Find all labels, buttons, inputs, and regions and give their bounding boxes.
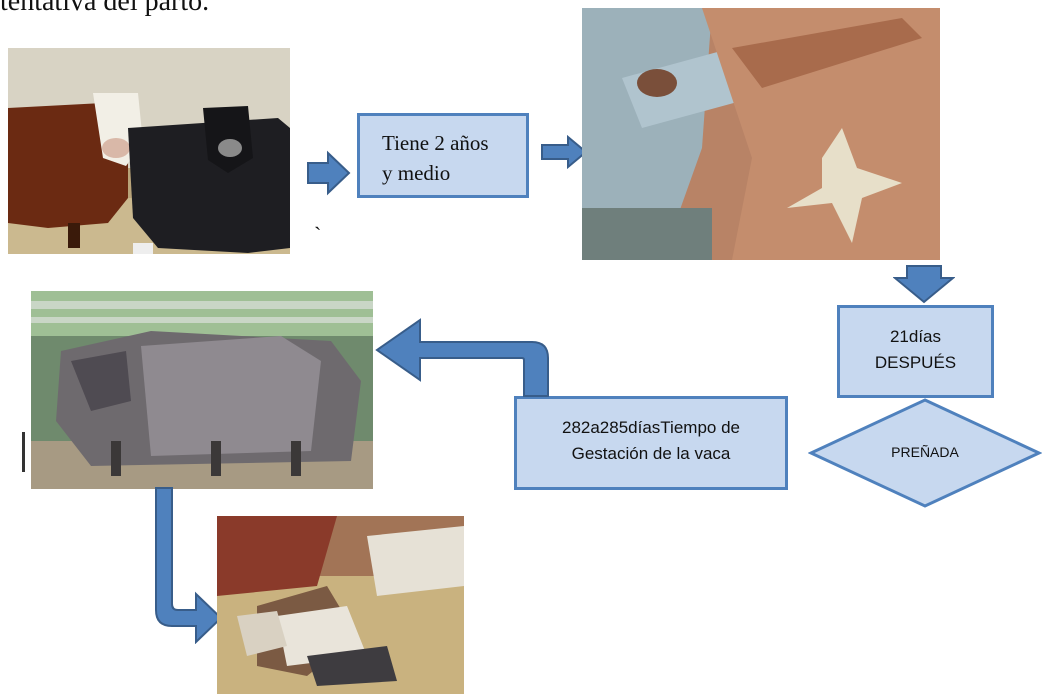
arrow-right-1 xyxy=(307,150,351,196)
age-box-line2: y medio xyxy=(382,161,451,185)
days-after-box: 21días DESPUÉS xyxy=(837,305,994,398)
gestation-line2: Gestación de la vaca xyxy=(571,444,731,463)
age-box: Tiene 2 años y medio xyxy=(357,113,529,198)
age-box-line1: Tiene 2 años xyxy=(382,131,489,155)
partial-heading-text: tentativa del parto. xyxy=(0,0,210,17)
pregnant-label: PREÑADA xyxy=(891,444,959,460)
calving-photo xyxy=(217,516,464,694)
left-edge-bar xyxy=(22,432,25,472)
bent-arrow-left xyxy=(375,318,549,397)
cow-flank-photo xyxy=(582,8,940,260)
gestation-line1: 282a285díasTiempo de xyxy=(561,418,740,437)
days-after-line1: 21días xyxy=(889,327,942,346)
pregnant-diamond: PREÑADA xyxy=(808,398,1042,509)
arrow-right-2 xyxy=(541,135,588,169)
gray-cattle-herd-photo xyxy=(31,291,373,489)
cows-photo xyxy=(8,48,290,254)
elbow-arrow-right xyxy=(155,487,223,644)
days-after-line2: DESPUÉS xyxy=(874,353,957,372)
gestation-box: 282a285díasTiempo de Gestación de la vac… xyxy=(514,396,788,490)
arrow-down-1 xyxy=(893,265,955,304)
backtick-mark: ` xyxy=(314,222,322,247)
